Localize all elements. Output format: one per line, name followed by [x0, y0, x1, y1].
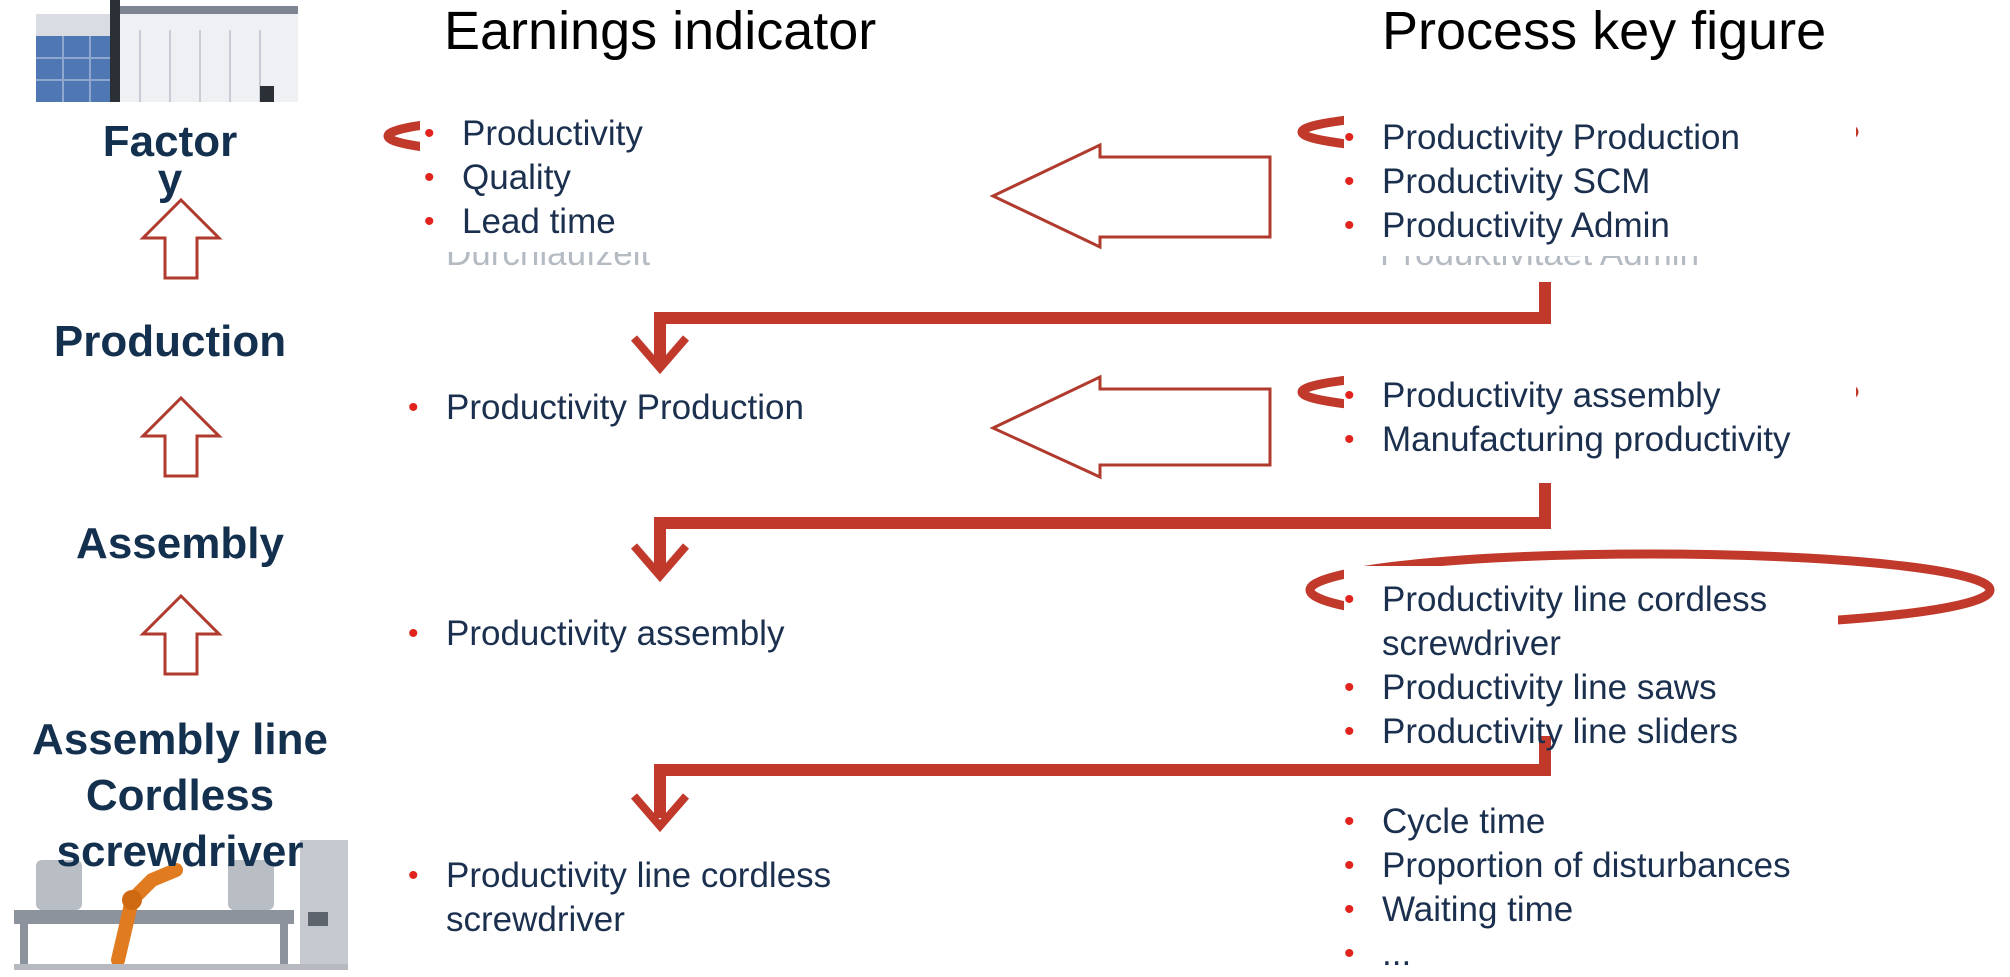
list-item: Productivity Production — [408, 386, 908, 430]
factory-building-icon — [36, 0, 298, 102]
up-arrow-icon — [139, 197, 223, 280]
level-production: Production — [53, 317, 287, 366]
list-item: Productivity line cordless screwdriver — [1344, 578, 1814, 666]
list-item: Productivity assembly — [1344, 374, 1854, 418]
level-assembly: Assembly — [76, 519, 284, 568]
list-item: Waiting time — [1344, 888, 1854, 932]
process-production-list: Productivity assembly Manufacturing prod… — [1344, 374, 1854, 462]
elbow-arrow-icon — [654, 483, 1551, 572]
process-key-figure-header: Process key figure — [1382, 1, 1827, 61]
list-item: Productivity assembly — [408, 612, 908, 656]
robot-assembly-line-icon — [14, 840, 348, 970]
level-factory: Factor y — [60, 114, 280, 208]
process-assembly-list: Productivity line cordless screwdriver P… — [1344, 578, 1814, 754]
list-item: Quality — [424, 156, 844, 200]
earnings-line-list: Productivity line cordless screwdriver — [408, 854, 868, 942]
list-item: Productivity SCM — [1344, 160, 1844, 204]
list-item: Productivity line saws — [1344, 666, 1814, 710]
level-label: screwdriver — [56, 826, 304, 876]
earnings-assembly-list: Productivity assembly — [408, 612, 908, 656]
level-label: Cordless — [85, 770, 275, 820]
list-item: Manufacturing productivity — [1344, 418, 1854, 462]
earnings-factory-list: Productivity Quality Lead time — [424, 112, 844, 244]
left-block-arrow-icon — [989, 142, 1272, 250]
list-item: Productivity line sliders — [1344, 710, 1814, 754]
earnings-production-list: Productivity Production — [408, 386, 908, 430]
level-label: Assembly line — [32, 715, 328, 764]
list-item: ... — [1344, 932, 1854, 976]
elbow-arrow-icon — [654, 282, 1551, 362]
up-arrow-icon — [139, 395, 223, 478]
left-block-arrow-icon — [989, 374, 1272, 480]
list-item: Productivity line cordless screwdriver — [408, 854, 868, 942]
list-item: Productivity Admin — [1344, 204, 1844, 248]
list-item: Proportion of disturbances — [1344, 844, 1854, 888]
process-line-list: Cycle time Proportion of disturbances Wa… — [1344, 800, 1854, 976]
list-item: Lead time — [424, 200, 844, 244]
level-assembly-line: Assembly line Cordless screwdriver — [0, 712, 360, 880]
list-item: Productivity — [424, 112, 844, 156]
level-label: y — [157, 154, 183, 204]
earnings-indicator-header: Earnings indicator — [444, 1, 877, 61]
list-item: Cycle time — [1344, 800, 1854, 844]
up-arrow-icon — [139, 593, 223, 676]
process-factory-list: Productivity Production Productivity SCM… — [1344, 116, 1844, 248]
list-item: Productivity Production — [1344, 116, 1844, 160]
level-label: Factor — [102, 117, 238, 166]
